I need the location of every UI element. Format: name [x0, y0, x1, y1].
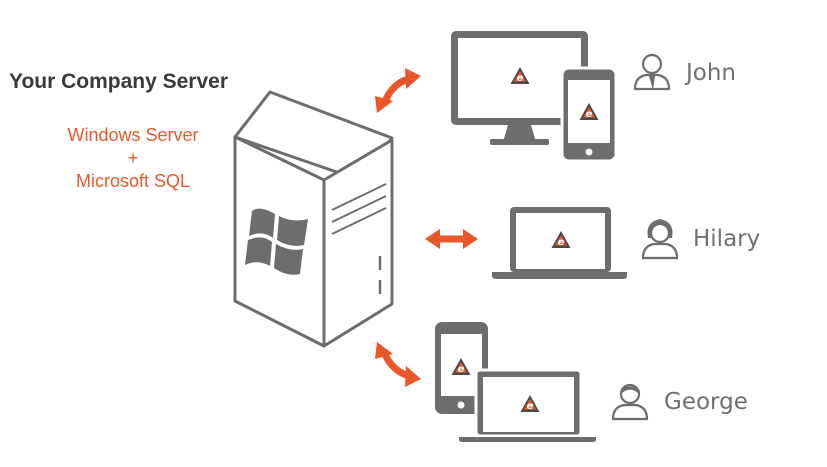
app-logo-icon [509, 66, 531, 88]
user-name-john: John [686, 60, 737, 86]
sync-arrow-icon [375, 342, 421, 387]
smartphone-icon [560, 66, 618, 163]
plus-label: + [127, 148, 139, 168]
laptop-icon [457, 368, 598, 444]
user-name-hilary: Hilary [693, 226, 761, 252]
server-database-label: Microsoft SQL [75, 171, 191, 191]
sync-arrow-icon [425, 229, 478, 249]
user-icon [641, 219, 679, 260]
app-logo-icon [519, 394, 541, 416]
windows-logo-icon [245, 208, 308, 275]
user-icon [611, 383, 649, 421]
server-icon [233, 90, 394, 348]
laptop-icon [492, 207, 627, 279]
sync-arrow-icon [375, 68, 421, 113]
server-os-label: Windows Server [67, 125, 199, 145]
user-name-george: George [664, 389, 748, 415]
user-icon [633, 53, 671, 91]
server-stack: Windows Server + Microsoft SQL [40, 124, 226, 193]
app-logo-icon [450, 357, 472, 379]
app-logo-icon [550, 230, 572, 252]
server-title: Your Company Server [9, 70, 229, 93]
app-logo-icon [578, 102, 600, 124]
